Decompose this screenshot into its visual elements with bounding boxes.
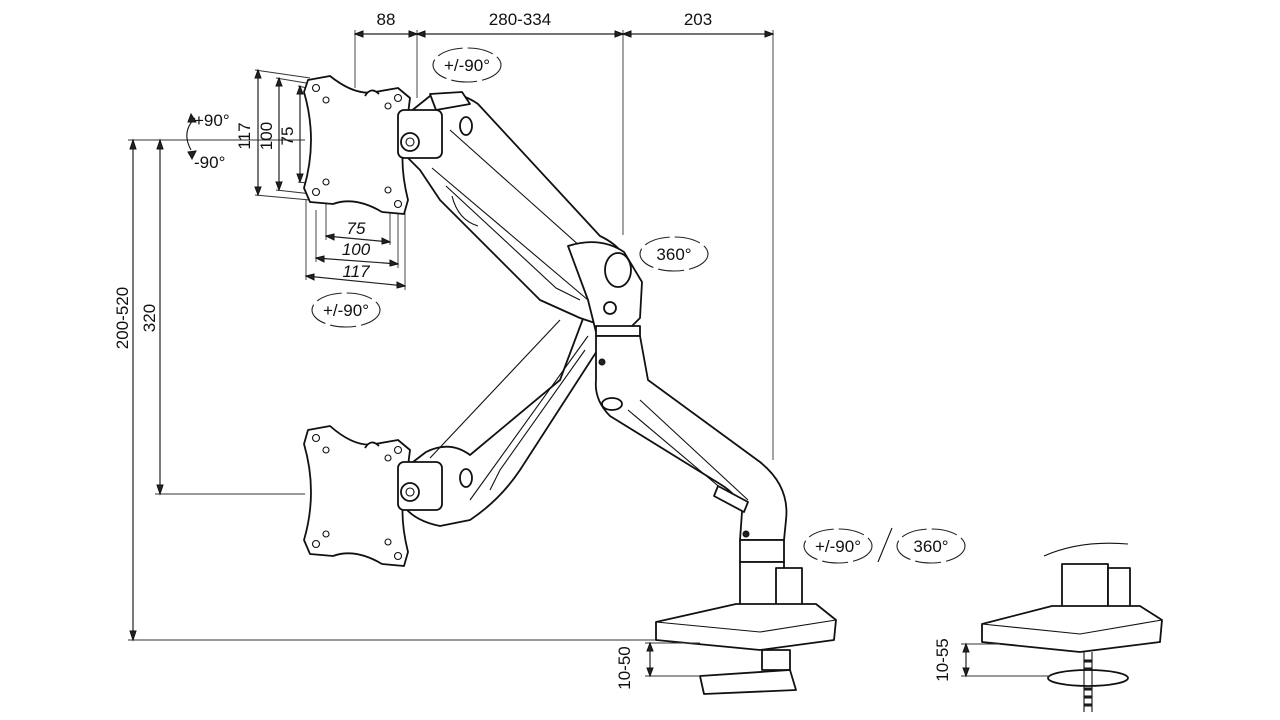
lower-arm [397, 299, 616, 527]
dim-clamp-thickness: 10-50 [615, 646, 634, 689]
vesa-vertical-dimensions [254, 68, 317, 201]
lower-vesa-plate [303, 425, 411, 567]
main-pole-arm [594, 335, 788, 541]
grommet-mount [961, 542, 1163, 712]
rotation-base-360: 360° [913, 537, 948, 556]
base-rotation-oval [896, 528, 966, 564]
rotation-divider [877, 527, 893, 563]
dim-vesa-h-100: 100 [342, 240, 371, 259]
dim-arm-reach: 280-334 [489, 10, 551, 29]
dim-vesa-v-100: 100 [257, 122, 276, 150]
tilt-indicator [186, 112, 197, 161]
rotation-tilt-up: +90° [194, 111, 230, 130]
rotation-base-tilt: +/-90° [815, 537, 861, 556]
elbow-rotation-oval [639, 236, 709, 272]
upper-arm [397, 91, 633, 329]
head-rotation-oval [311, 292, 381, 328]
dim-vesa-v-75: 75 [278, 127, 297, 146]
rotation-head: +/-90° [323, 301, 369, 320]
rotation-elbow: 360° [656, 245, 691, 264]
upper-vesa-plate [303, 75, 411, 215]
dim-base-offset: 203 [684, 10, 712, 29]
dim-top-arm-offset: 88 [377, 10, 396, 29]
elbow-joint [567, 241, 643, 337]
dim-vesa-h-117: 117 [342, 262, 370, 281]
top-dimension-lines [353, 30, 775, 460]
base-tilt-oval [803, 528, 873, 564]
vesa-horizontal-dimensions [304, 200, 407, 290]
rotation-tilt-down: -90° [194, 153, 225, 172]
top-swivel-oval [432, 47, 502, 83]
dim-vesa-h-75: 75 [347, 219, 366, 238]
dim-vesa-v-117: 117 [235, 122, 254, 149]
dim-monitor-spacing: 320 [140, 304, 159, 332]
desk-clamp [645, 530, 837, 695]
left-dimension-lines [128, 138, 660, 642]
dim-overall-height: 200-520 [113, 287, 132, 349]
dim-grommet-thickness: 10-55 [933, 638, 952, 681]
rotation-top-swivel: +/-90° [444, 56, 490, 75]
